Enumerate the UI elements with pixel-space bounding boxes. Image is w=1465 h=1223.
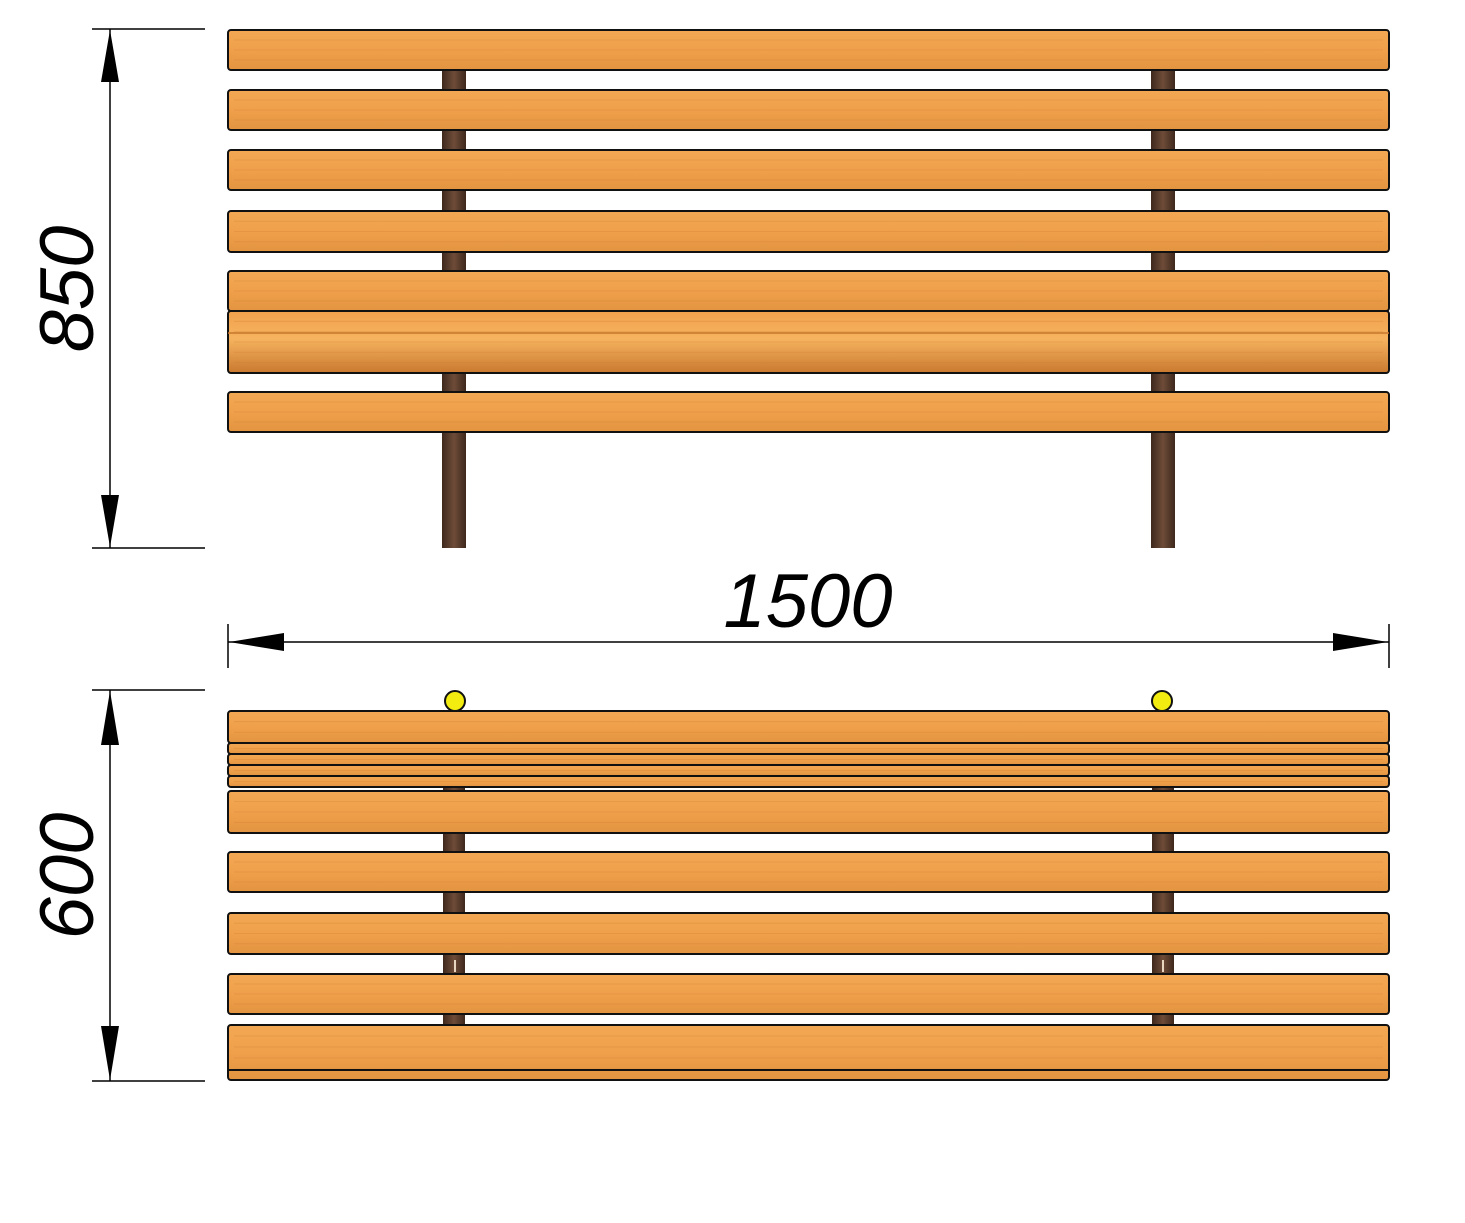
plan-slat <box>227 742 1390 755</box>
depth-dimension <box>92 689 205 1082</box>
plan-slat <box>227 851 1390 893</box>
plan-slat <box>227 710 1390 744</box>
plan-slat <box>227 764 1390 777</box>
front-slat <box>227 89 1390 131</box>
front-slat <box>227 210 1390 253</box>
plan-slat <box>227 790 1390 834</box>
front-slat <box>227 310 1390 374</box>
plan-view <box>227 690 1390 1081</box>
depth-arrow-bottom <box>101 1026 119 1080</box>
plan-slat <box>227 775 1390 788</box>
height-arrow-bottom <box>101 495 119 547</box>
plan-post-right <box>1152 780 1174 1030</box>
plan-post-left <box>443 780 465 1030</box>
plan-slats <box>227 710 1390 1081</box>
front-slat <box>227 149 1390 191</box>
height-dimension-label: 850 <box>25 226 110 353</box>
depth-arrow-top <box>101 691 119 745</box>
height-dimension <box>92 28 205 549</box>
post-cap-left <box>444 690 466 712</box>
plan-slat <box>227 753 1390 766</box>
width-arrow-right <box>1333 633 1388 651</box>
plan-slat <box>227 912 1390 955</box>
plan-slat <box>227 1024 1390 1081</box>
front-slats <box>227 29 1390 433</box>
post-cap-right <box>1151 690 1173 712</box>
width-dimension <box>227 624 1390 668</box>
front-slat <box>227 29 1390 71</box>
front-elevation-view <box>227 29 1390 548</box>
width-arrow-left <box>229 633 284 651</box>
depth-dimension-label: 600 <box>25 813 110 940</box>
width-dimension-label: 1500 <box>723 559 892 644</box>
front-slat <box>227 270 1390 312</box>
plan-slat <box>227 973 1390 1015</box>
front-slat <box>227 391 1390 433</box>
height-arrow-top <box>101 30 119 82</box>
